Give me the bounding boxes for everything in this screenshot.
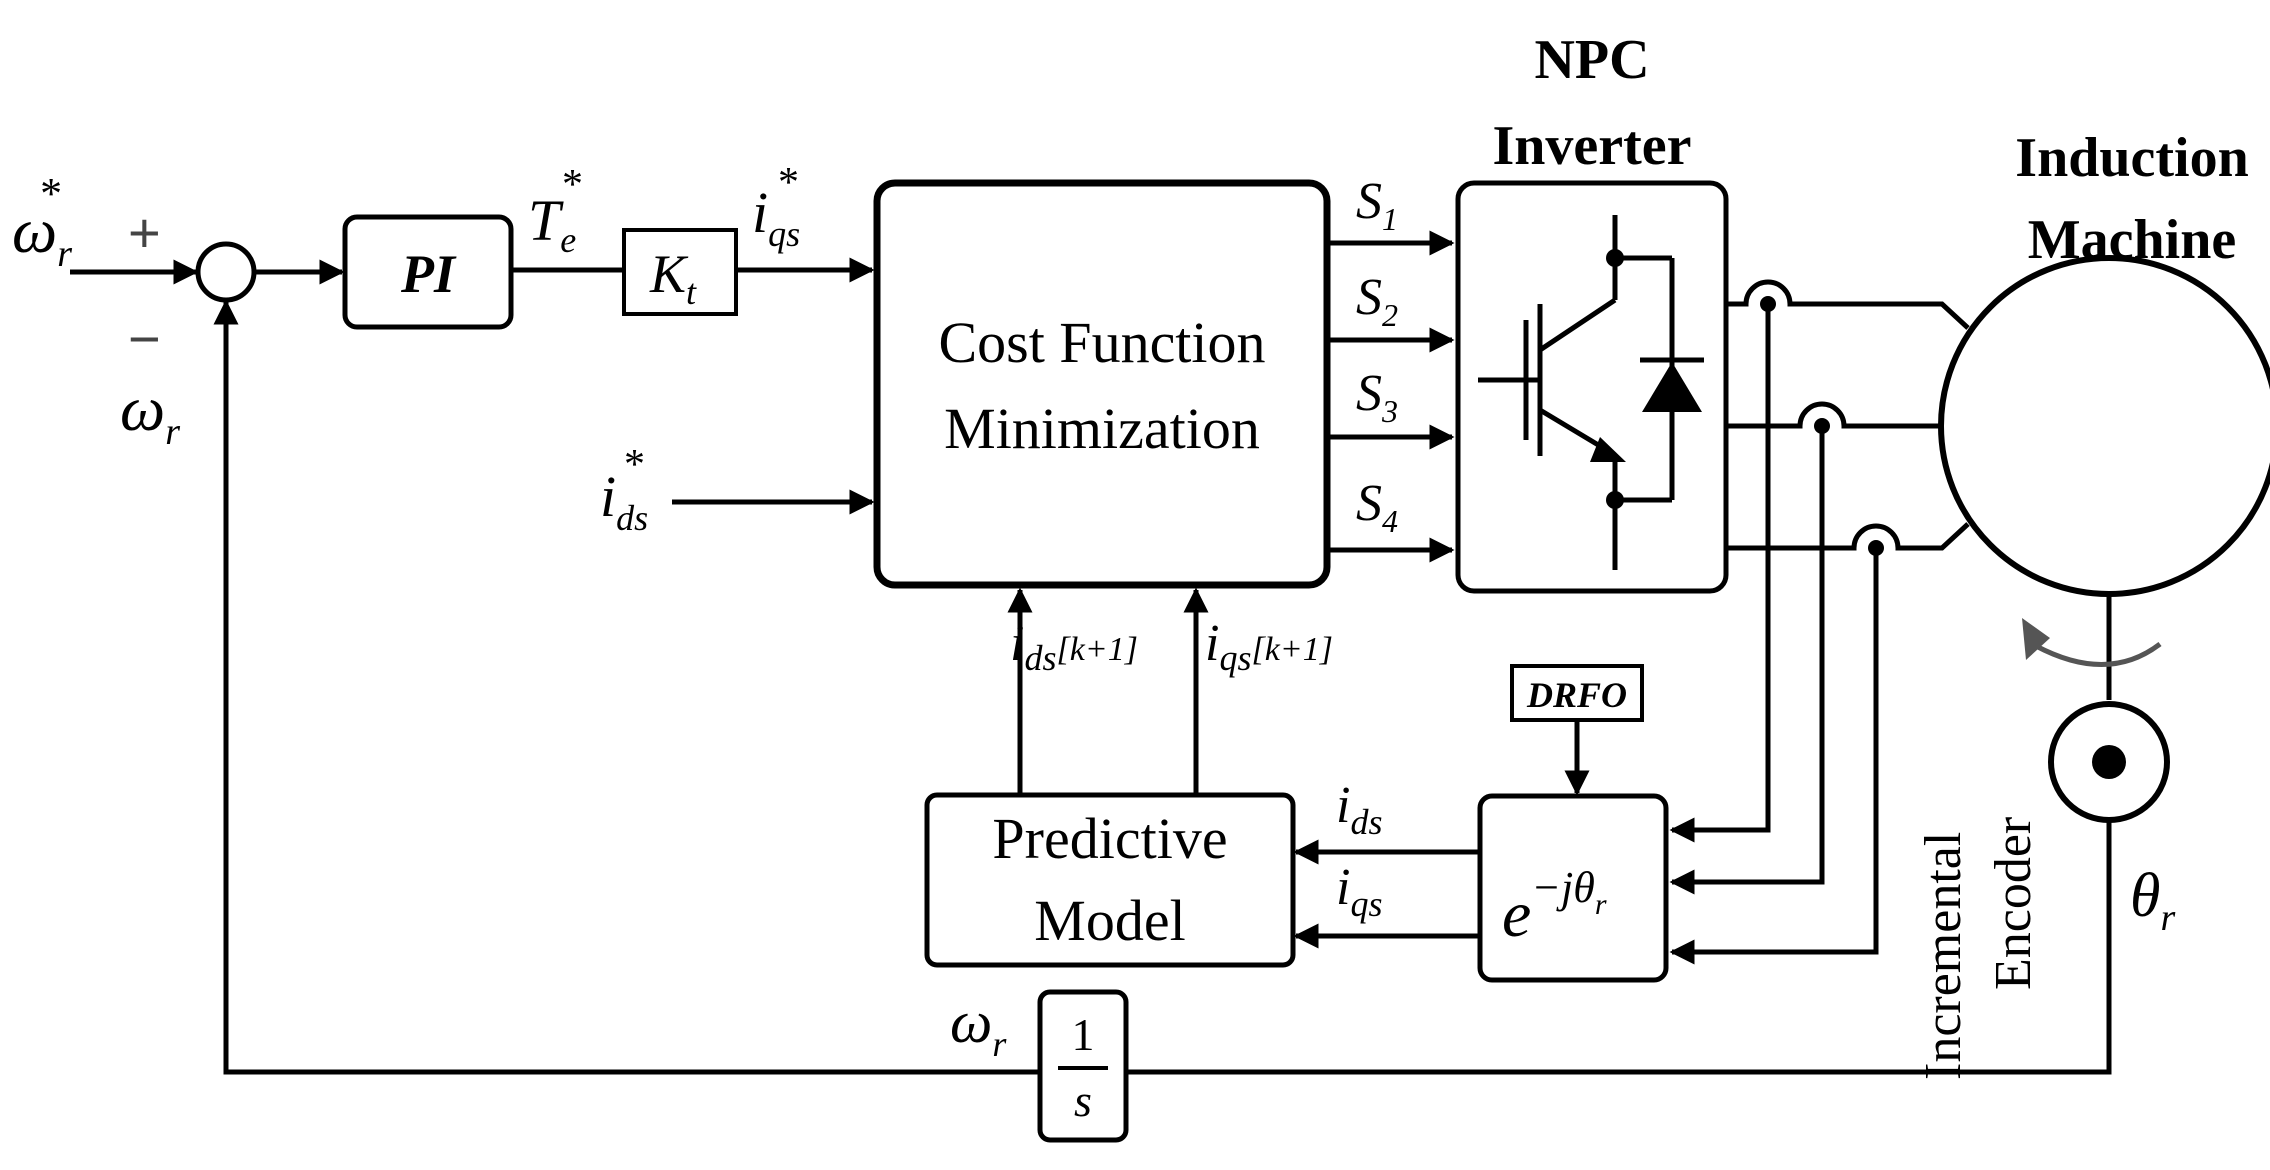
phase-b-wire — [1726, 401, 1944, 434]
ids-reference-label: ids * — [600, 442, 648, 538]
omega-r-integrator-label: ωr — [950, 989, 1007, 1064]
svg-text:e−jθr: e−jθr — [1502, 863, 1607, 951]
svg-text:iqs[k+1]: iqs[k+1] — [1205, 615, 1333, 678]
npc-inverter-title-line1: NPC — [1534, 29, 1649, 91]
predictive-model-line2: Model — [1034, 888, 1185, 953]
ids-measured-label: ids — [1336, 777, 1382, 842]
phase-b-sense-wire — [1669, 426, 1825, 895]
switch-signal-s2: S2 — [1327, 269, 1455, 353]
cost-function-line1: Cost Function — [938, 310, 1265, 375]
iqs-measured-label: iqs — [1336, 859, 1382, 924]
ids-prediction-label: ids[k+1] — [1010, 615, 1138, 678]
theta-r-label: θr — [2130, 862, 2175, 939]
kt-gain-label: Kt — [649, 244, 697, 312]
svg-text:ωr: ωr — [12, 195, 72, 275]
encoder-label-line2: Encoder — [1985, 817, 2042, 990]
phase-c-wire — [1726, 522, 1970, 556]
iqs-prediction-label: iqs[k+1] — [1205, 615, 1333, 678]
induction-machine-symbol — [1938, 255, 2270, 597]
drfo-label: DRFO — [1526, 675, 1627, 715]
summing-minus-sign: − — [128, 307, 161, 370]
frame-transform-block — [1477, 793, 1669, 983]
encoder-center — [2092, 745, 2126, 779]
cost-function-line2: Minimization — [944, 396, 1260, 461]
switch-signal-s3: S3 — [1327, 365, 1455, 450]
predictive-model-block — [924, 792, 1296, 968]
svg-text:*: * — [560, 162, 581, 208]
cost-function-block — [873, 179, 1331, 589]
iqs-reference-label: iqs * — [752, 160, 800, 254]
svg-text:S4: S4 — [1356, 475, 1398, 539]
svg-text:*: * — [38, 169, 60, 218]
switch-signal-s1: S1 — [1327, 173, 1455, 256]
pi-controller-label: PI — [400, 244, 457, 304]
encoder-label-line1: Incremental — [1915, 832, 1972, 1080]
svg-text:Te: Te — [528, 188, 576, 260]
frame-transform-label: e−jθr — [1502, 863, 1607, 951]
svg-text:ωr: ωr — [120, 373, 180, 453]
theta-r-wire — [1126, 820, 2112, 1075]
integrator-denominator: s — [1074, 1075, 1092, 1126]
svg-text:θr: θr — [2130, 862, 2175, 939]
svg-text:*: * — [622, 442, 643, 488]
speed-reference-label: ωr * — [12, 169, 72, 275]
rotation-arrow-head — [2022, 618, 2050, 660]
torque-reference-label: Te * — [528, 162, 581, 260]
integrator-numerator: 1 — [1072, 1009, 1095, 1060]
summing-junction — [195, 241, 257, 303]
svg-text:S1: S1 — [1356, 173, 1398, 237]
phase-a-sense-wire — [1669, 304, 1771, 843]
npc-inverter-title-line2: Inverter — [1492, 115, 1691, 177]
svg-text:iqs: iqs — [752, 180, 800, 254]
npc-inverter-block — [1455, 180, 1729, 594]
summing-plus-sign: + — [128, 201, 161, 264]
svg-text:S3: S3 — [1356, 365, 1398, 429]
switch-signal-s4: S4 — [1327, 475, 1455, 563]
svg-text:ids: ids — [600, 464, 648, 538]
svg-text:ωr: ωr — [950, 989, 1007, 1064]
svg-text:*: * — [776, 160, 797, 206]
phase-c-sense-wire — [1669, 548, 1879, 965]
speed-feedback-wire — [213, 299, 1040, 1075]
speed-feedback-label: ωr — [120, 373, 180, 453]
svg-text:ids: ids — [1336, 777, 1382, 842]
svg-text:S2: S2 — [1356, 269, 1398, 333]
svg-text:iqs: iqs — [1336, 859, 1382, 924]
igbt-diode-symbol — [1478, 215, 1704, 570]
phase-a-wire — [1726, 279, 1970, 330]
rotation-arrow — [2034, 642, 2162, 667]
induction-machine-title-line1: Induction — [2015, 127, 2248, 189]
predictive-model-line1: Predictive — [992, 806, 1227, 871]
svg-text:ids[k+1]: ids[k+1] — [1010, 615, 1138, 678]
